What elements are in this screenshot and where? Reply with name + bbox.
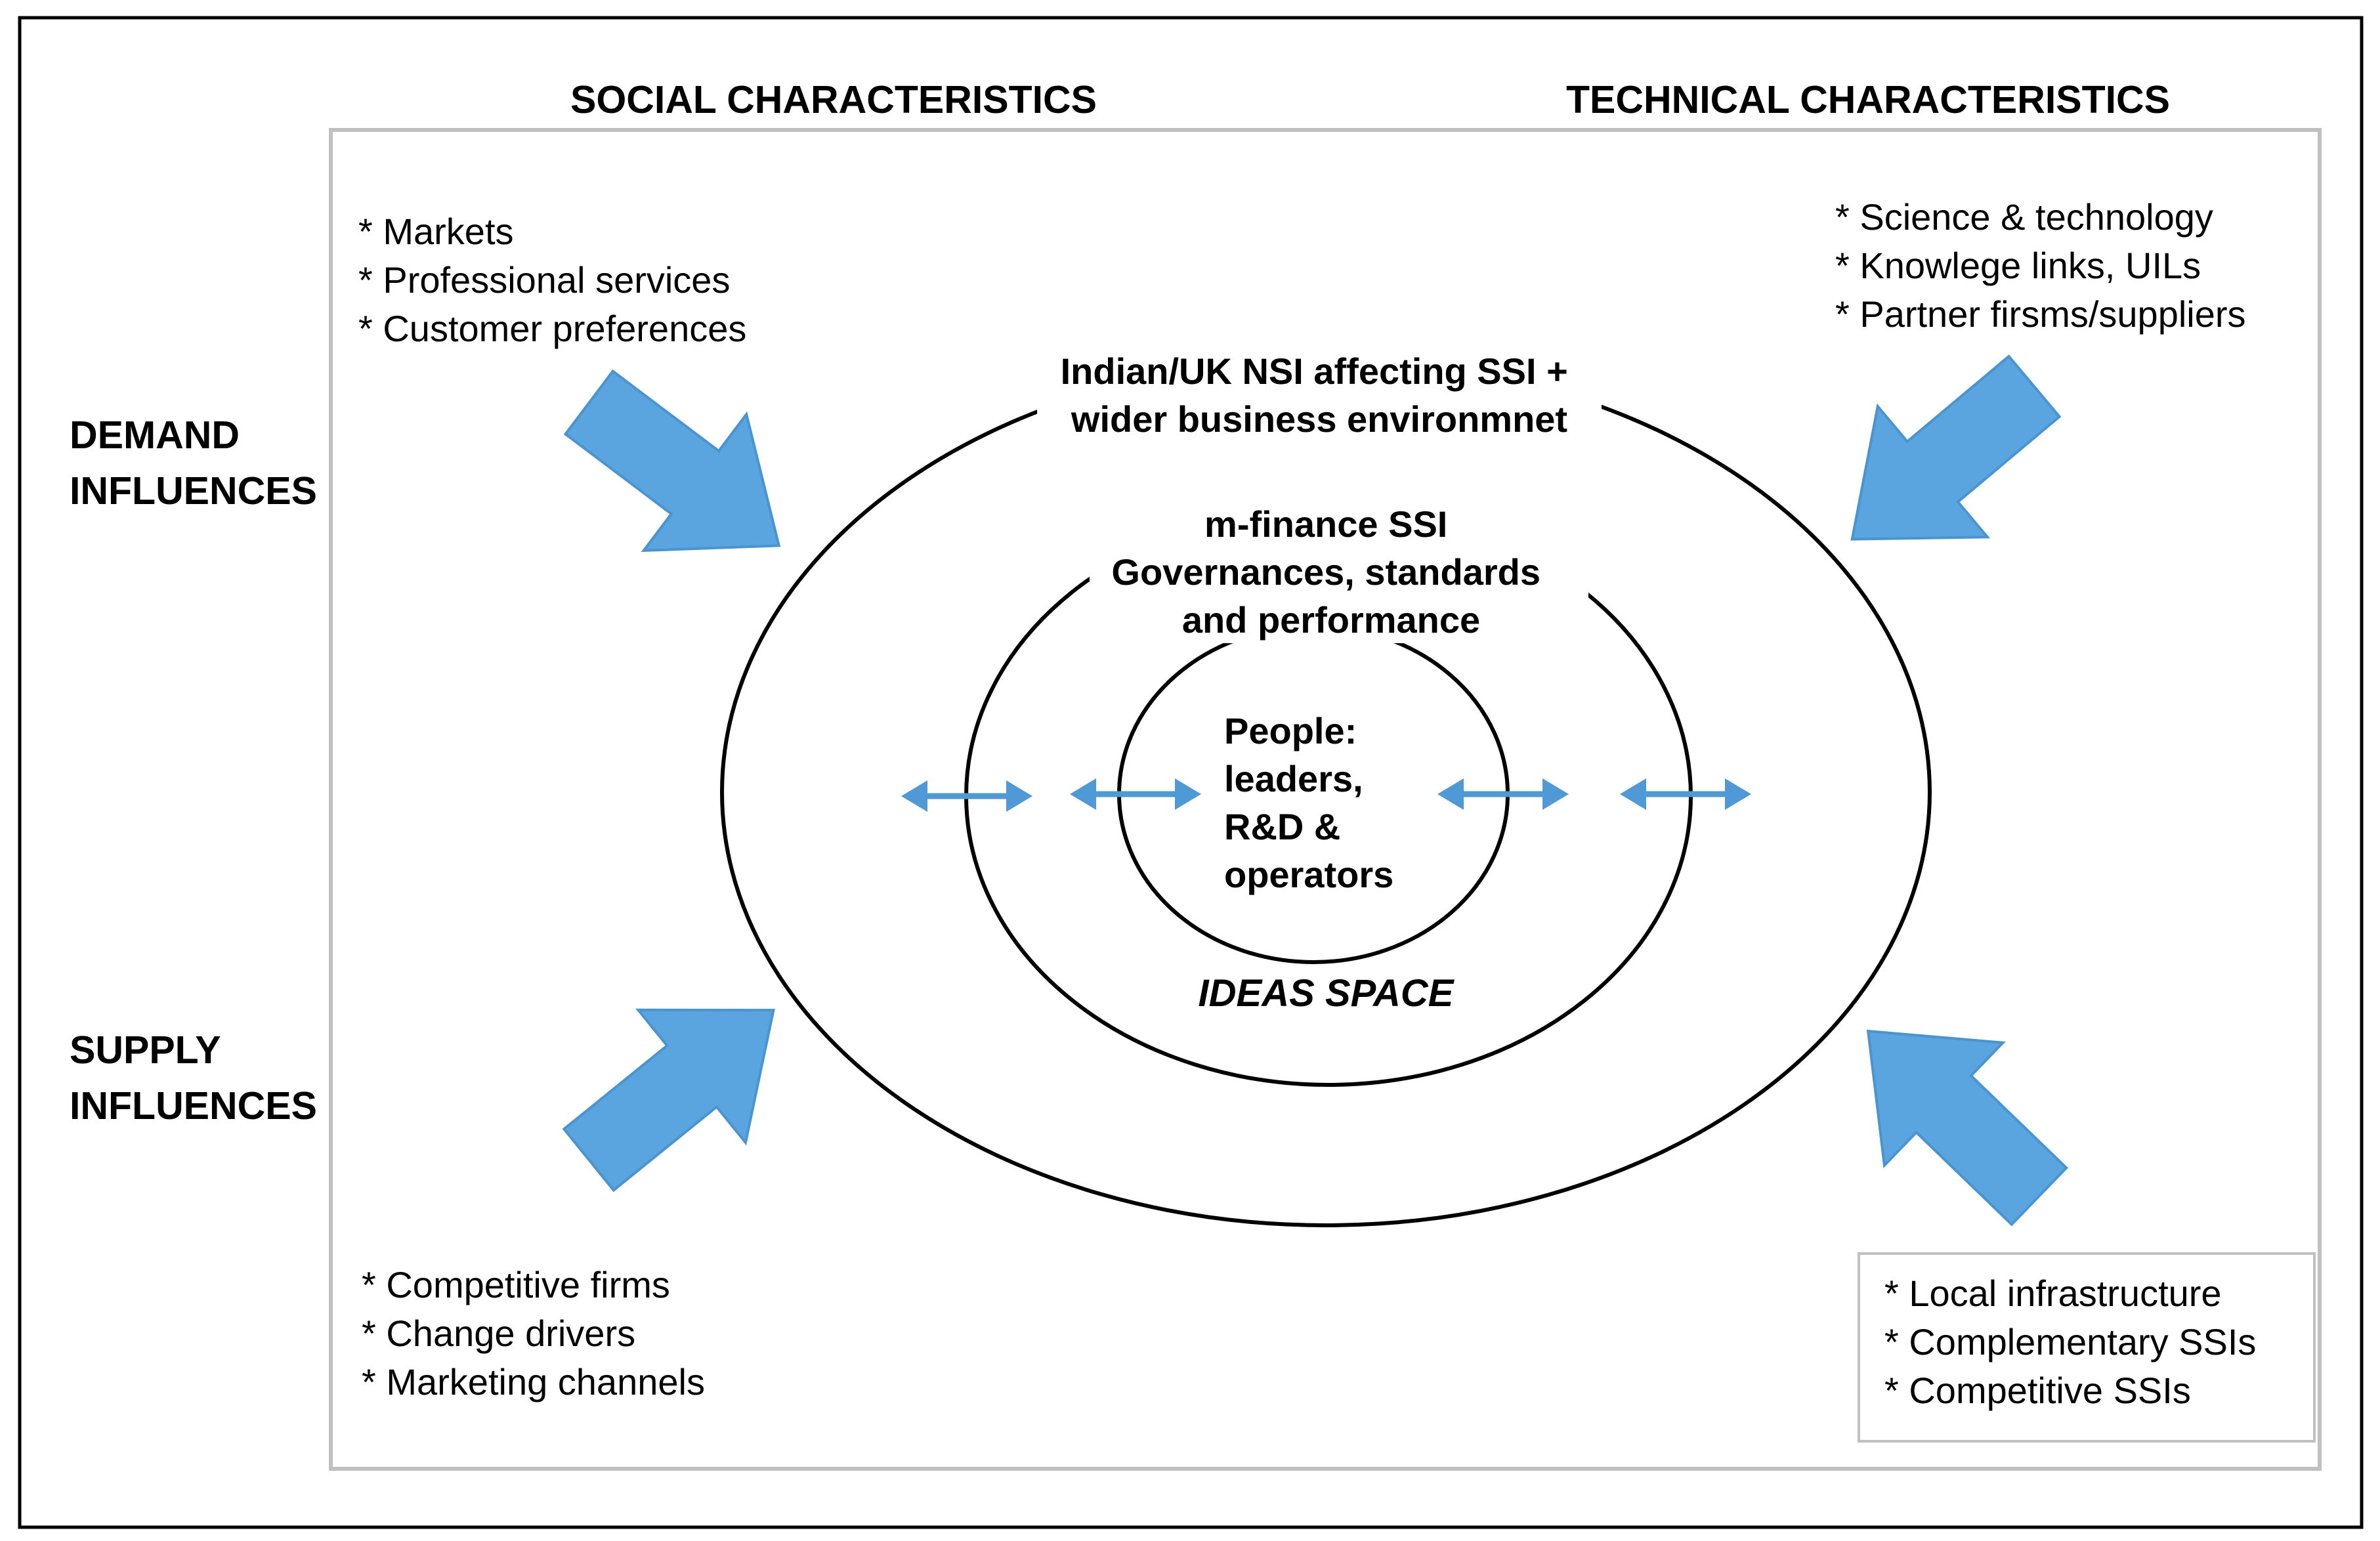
top-right-list: * Science & technology * Knowlege links,… xyxy=(1835,196,2246,335)
technical-characteristics-header: TECHNICAL CHARACTERISTICS xyxy=(1566,78,2170,121)
top-left-item: * Customer preferences xyxy=(358,308,746,349)
bottom-left-item: * Competitive firms xyxy=(362,1264,670,1305)
inner-frame xyxy=(329,128,2322,1471)
top-right-item: * Science & technology xyxy=(1835,196,2213,238)
supply-influences-label: SUPPLY INFLUENCES xyxy=(70,1028,317,1128)
middle-ring-line: and performance xyxy=(1182,599,1480,641)
demand-influences-label: DEMAND INFLUENCES xyxy=(70,413,317,513)
bottom-right-item: * Local infrastructure xyxy=(1884,1273,2222,1314)
inner-ring-line: leaders, xyxy=(1224,758,1363,799)
supply-line-2: INFLUENCES xyxy=(70,1084,317,1128)
double-headed-arrow-icon xyxy=(1437,778,1569,810)
double-headed-arrow-icon xyxy=(901,780,1032,812)
outer-ring-label-mask xyxy=(1037,345,1602,443)
middle-ring-label: m-finance SSI Governances, standards and… xyxy=(1111,503,1550,641)
outer-ring-line: wider business environmnet xyxy=(1071,398,1567,440)
inner-ring-line: People: xyxy=(1224,710,1357,751)
ideas-space-label: IDEAS SPACE xyxy=(1199,972,1455,1015)
double-headed-arrow-icon xyxy=(1620,778,1751,810)
block-arrow-icon xyxy=(562,1008,775,1193)
outer-ring-line: Indian/UK NSI affecting SSI + xyxy=(1061,350,1568,392)
bottom-right-item: * Complementary SSIs xyxy=(1884,1321,2256,1362)
outer-ring-label: Indian/UK NSI affecting SSI + wider busi… xyxy=(1061,350,1579,440)
block-arrow-icon xyxy=(1850,354,2062,541)
inner-ring-label: People: leaders, R&D & operators xyxy=(1224,710,1393,895)
demand-line-2: INFLUENCES xyxy=(70,469,317,513)
bottom-right-item: * Competitive SSIs xyxy=(1884,1370,2191,1411)
social-characteristics-header: SOCIAL CHARACTERISTICS xyxy=(570,78,1097,121)
bottom-left-list: * Competitive firms * Change drivers * M… xyxy=(362,1264,705,1403)
top-right-item: * Knowlege links, UILs xyxy=(1835,245,2201,286)
influence-arrows xyxy=(562,354,2069,1227)
double-headed-arrow-icon xyxy=(1070,778,1201,810)
block-arrow-icon xyxy=(1866,1029,2069,1227)
bottom-right-list-box xyxy=(1858,1252,2316,1443)
top-right-item: * Partner firsms/suppliers xyxy=(1835,293,2246,335)
middle-ring-line: Governances, standards xyxy=(1111,551,1541,593)
bottom-left-item: * Change drivers xyxy=(362,1313,635,1354)
block-arrow-icon xyxy=(563,369,781,553)
top-left-item: * Professional services xyxy=(358,259,730,301)
top-left-item: * Markets xyxy=(358,211,514,252)
top-left-list: * Markets * Professional services * Cust… xyxy=(358,211,746,349)
inner-ring-line: R&D & xyxy=(1224,806,1340,847)
supply-line-1: SUPPLY xyxy=(70,1028,221,1072)
bottom-right-list: * Local infrastructure * Complementary S… xyxy=(1884,1273,2266,1411)
exchange-arrows xyxy=(901,778,1751,812)
middle-ring-line: m-finance SSI xyxy=(1204,503,1447,545)
bottom-left-item: * Marketing channels xyxy=(362,1361,705,1403)
outer-frame xyxy=(18,16,2364,1529)
demand-line-1: DEMAND xyxy=(70,413,240,457)
middle-ring-label-mask xyxy=(1090,499,1588,643)
inner-ring-line: operators xyxy=(1224,854,1393,895)
